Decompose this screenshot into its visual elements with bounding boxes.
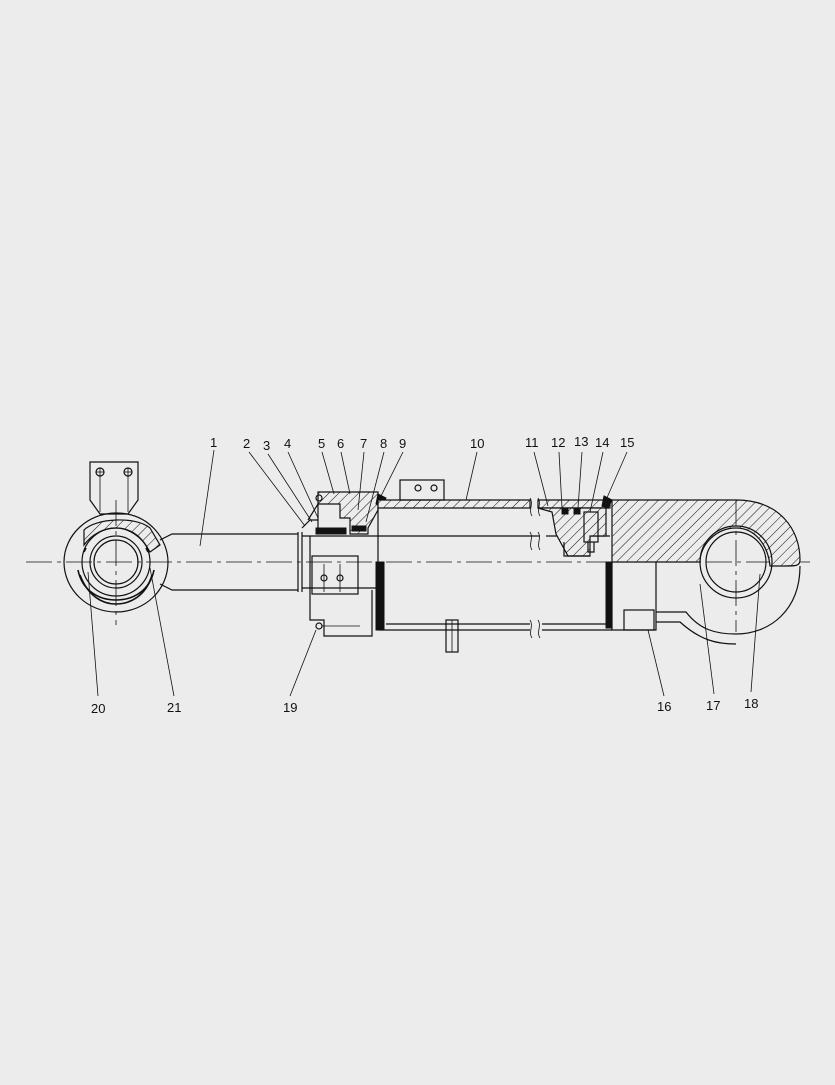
callout-21: 21 — [167, 700, 181, 715]
rod-end-eye — [63, 461, 298, 625]
callout-17: 17 — [706, 698, 720, 713]
callout-12: 12 — [551, 435, 565, 450]
callout-18: 18 — [744, 696, 758, 711]
callout-labels: 1 2 3 4 5 6 7 8 9 10 11 12 13 14 15 16 1… — [91, 434, 758, 716]
leader-lines — [87, 449, 761, 697]
cylinder-barrel — [375, 479, 613, 653]
callout-11: 11 — [525, 435, 539, 450]
callout-1: 1 — [210, 435, 217, 450]
cap-end-eye — [611, 499, 801, 645]
callout-7: 7 — [360, 436, 367, 451]
callout-9: 9 — [399, 436, 406, 451]
callout-6: 6 — [337, 436, 344, 451]
callout-14: 14 — [595, 435, 609, 450]
callout-2: 2 — [243, 436, 250, 451]
piston — [537, 495, 613, 557]
callout-19: 19 — [283, 700, 297, 715]
callout-16: 16 — [657, 699, 671, 714]
callout-15: 15 — [620, 435, 634, 450]
callout-20: 20 — [91, 701, 105, 716]
callout-5: 5 — [318, 436, 325, 451]
callout-3: 3 — [263, 438, 270, 453]
callout-8: 8 — [380, 436, 387, 451]
callout-13: 13 — [574, 434, 588, 449]
callout-4: 4 — [284, 436, 291, 451]
gland-head — [301, 491, 387, 637]
callout-10: 10 — [470, 436, 484, 451]
